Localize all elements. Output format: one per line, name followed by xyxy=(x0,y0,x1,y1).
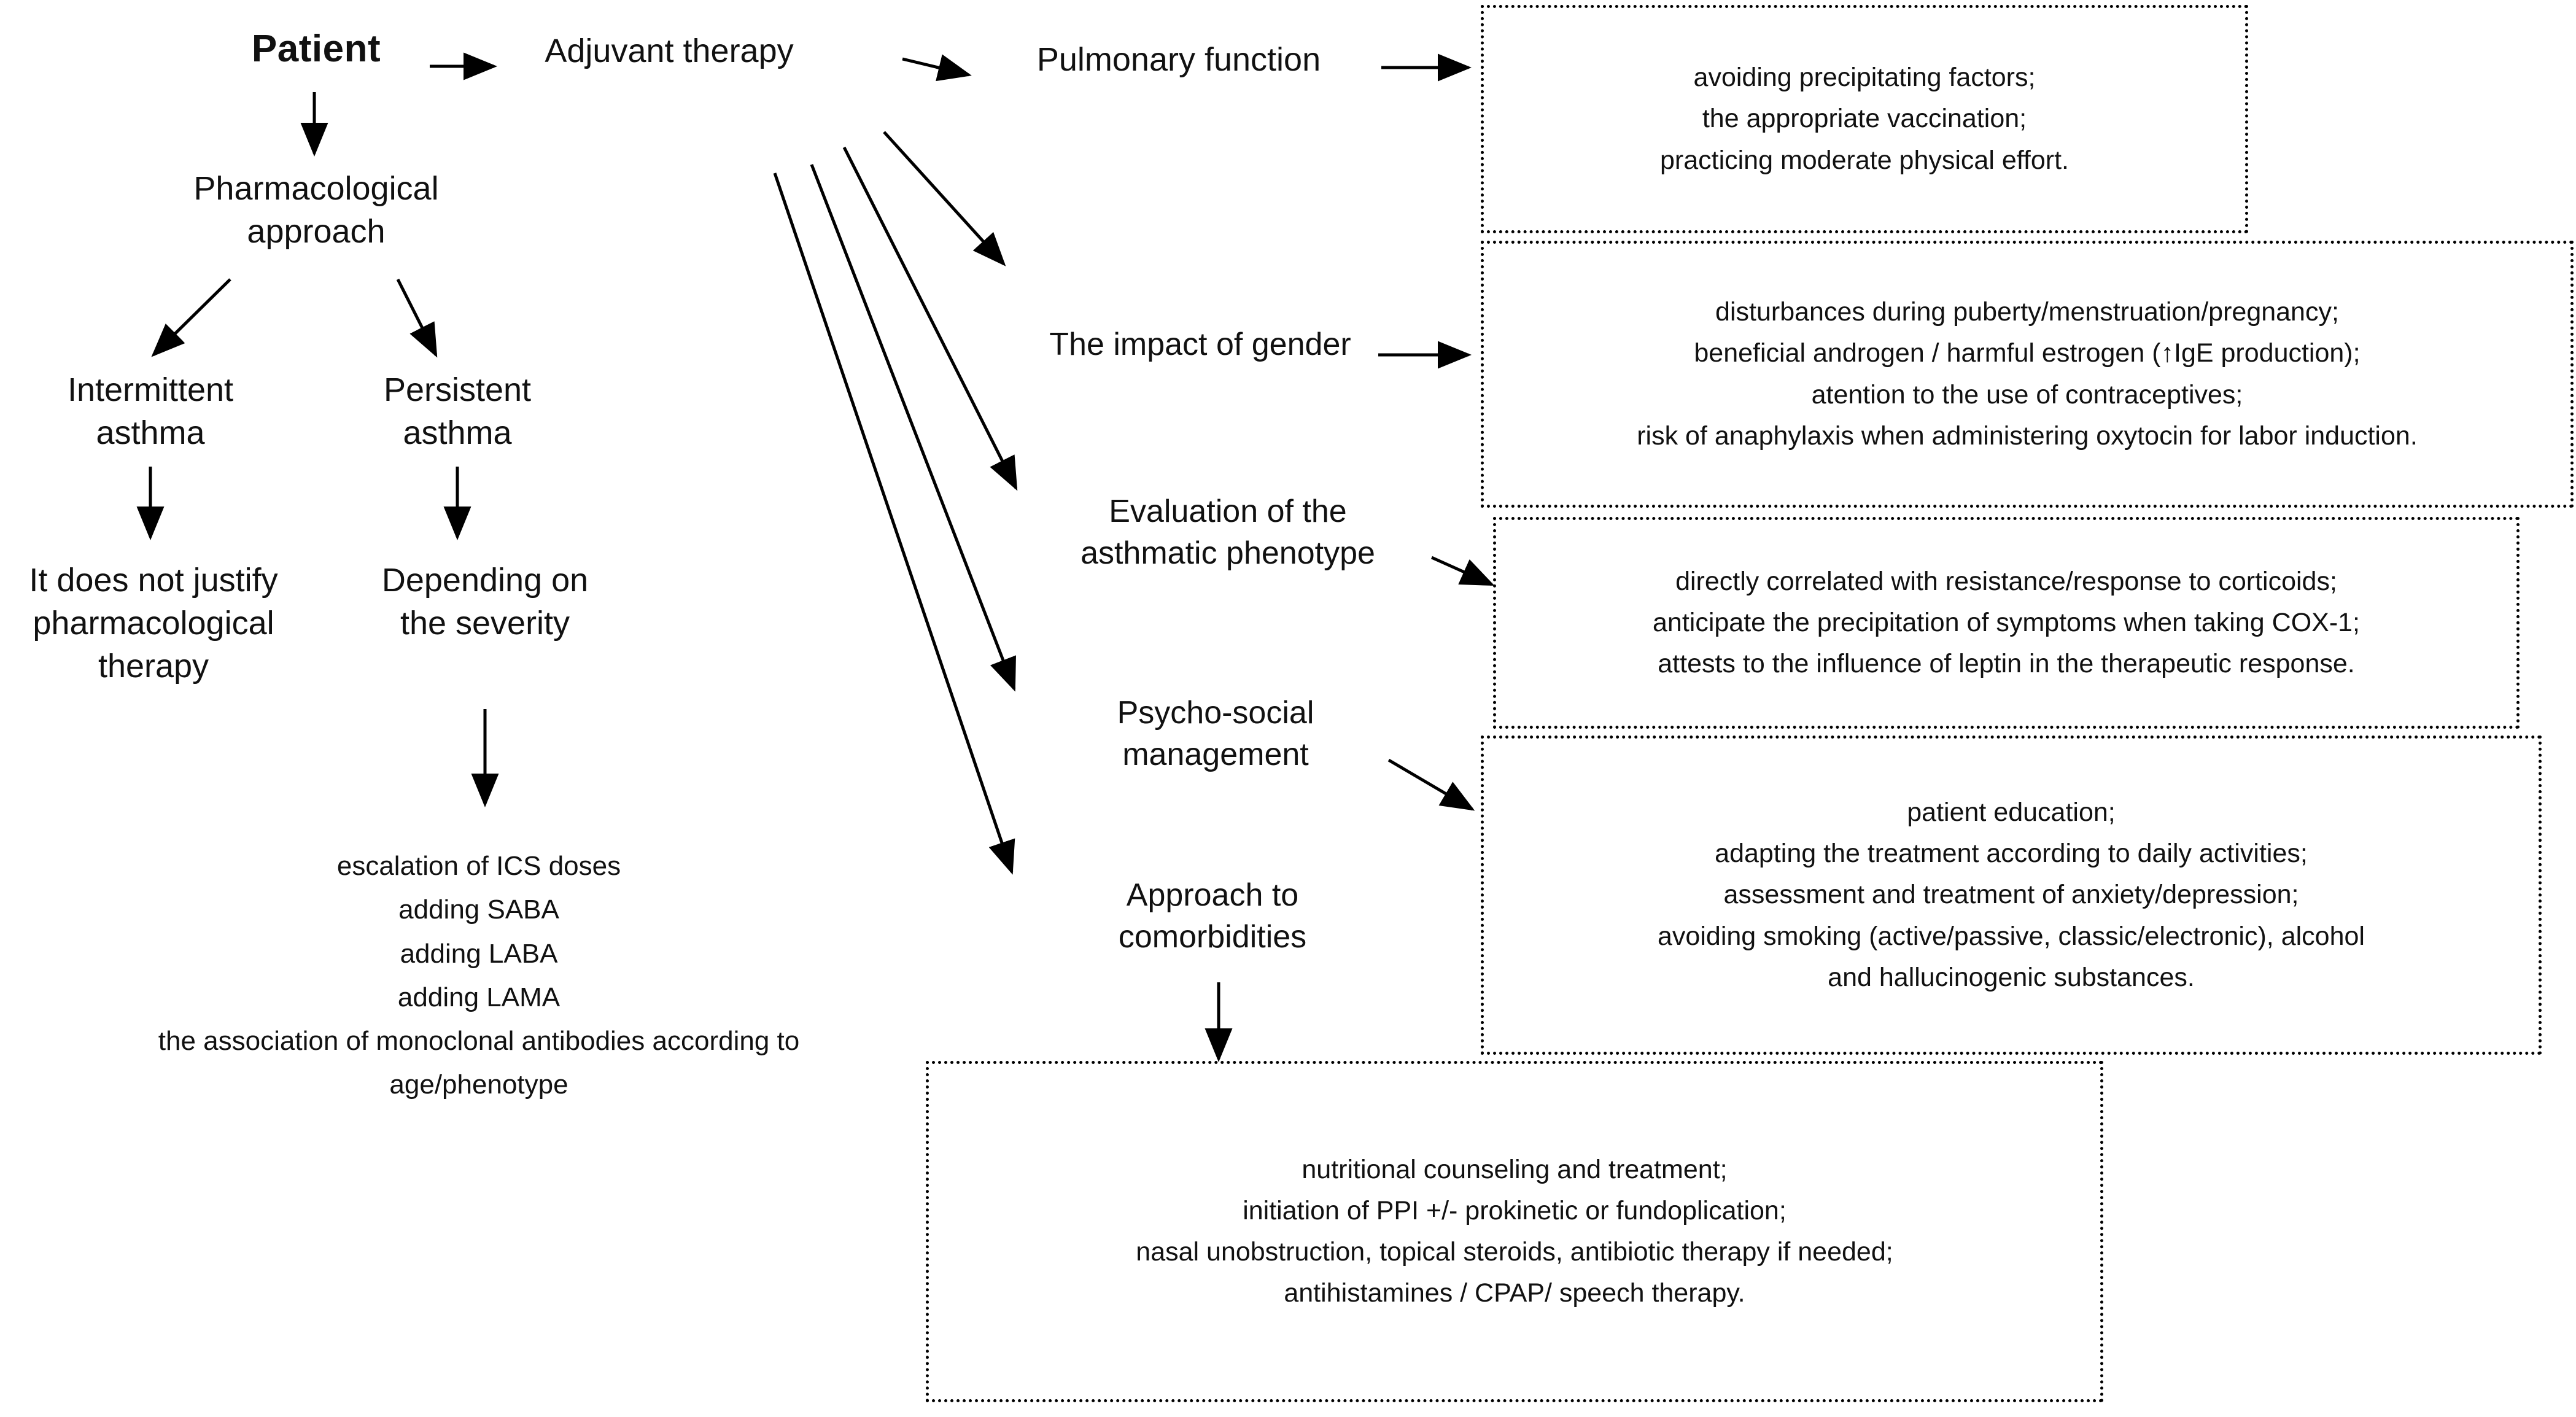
comorbidities-line-2: comorbidities xyxy=(1118,918,1307,955)
comorbidities-detail-line-2: initiation of PPI +/- prokinetic or fund… xyxy=(1243,1195,1787,1225)
intermittent-asthma-line-2: asthma xyxy=(96,414,205,452)
asthmatic-phenotype-line-2: asthmatic phenotype xyxy=(1080,535,1375,571)
node-patient-label: Patient xyxy=(251,28,381,70)
escalation-step-6: age/phenotype xyxy=(389,1070,568,1100)
detail-box-gender[interactable]: disturbances during puberty/menstruation… xyxy=(1481,241,2574,508)
detail-box-phenotype-content: directly correlated with resistance/resp… xyxy=(1642,561,2371,685)
escalation-step-list: escalation of ICS doses adding SABA addi… xyxy=(25,844,933,1107)
asthmatic-phenotype-line-1: Evaluation of the xyxy=(1109,494,1347,529)
node-pulmonary-function[interactable]: Pulmonary function xyxy=(976,38,1381,81)
pulmonary-detail-line-1: avoiding precipitating factors; xyxy=(1693,63,2036,93)
phenotype-detail-line-3: attests to the influence of leptin in th… xyxy=(1658,649,2355,679)
arrow-phenotype-to-box3 xyxy=(1430,556,1495,586)
arrow-psychosocial-to-box4 xyxy=(1387,758,1475,811)
persistent-asthma-line-2: asthma xyxy=(403,414,512,452)
arrow-pharm-to-intermittent xyxy=(151,278,231,357)
psychosocial-detail-line-2: adapting the treatment according to dail… xyxy=(1715,839,2308,869)
detail-box-comorbidities-content: nutritional counseling and treatment; in… xyxy=(1125,1149,1904,1314)
psychosocial-detail-line-1: patient education; xyxy=(1907,798,2116,828)
pulmonary-detail-line-3: practicing moderate physical effort. xyxy=(1659,145,2070,175)
detail-box-pulmonary[interactable]: avoiding precipitating factors; the appr… xyxy=(1481,5,2248,233)
arrow-adjuvant-to-pulmonary xyxy=(902,54,972,82)
phenotype-detail-line-1: directly correlated with resistance/resp… xyxy=(1675,566,2337,596)
node-intermittent-asthma[interactable]: Intermittent asthma xyxy=(6,368,295,454)
impact-of-gender-line-1: The impact of gender xyxy=(1049,327,1351,362)
node-adjuvant-therapy-label: Adjuvant therapy xyxy=(545,33,794,69)
comorbidities-detail-line-3: nasal unobstruction, topical steroids, a… xyxy=(1136,1237,1893,1267)
intermittent-asthma-line-1: Intermittent xyxy=(67,371,234,408)
node-approach-to-comorbidities[interactable]: Approach to comorbidities xyxy=(1038,875,1387,958)
arrow-adjuvant-to-gender xyxy=(883,131,1006,266)
detail-box-comorbidities[interactable]: nutritional counseling and treatment; in… xyxy=(926,1061,2103,1402)
comorbidities-detail-line-4: antihistamines / CPAP/ speech therapy. xyxy=(1284,1278,1745,1308)
detail-box-pulmonary-content: avoiding precipitating factors; the appr… xyxy=(1649,57,2080,181)
escalation-step-4: adding LAMA xyxy=(397,982,561,1012)
node-persistent-asthma[interactable]: Persistent asthma xyxy=(319,368,596,454)
escalation-step-3: adding LABA xyxy=(400,938,558,969)
node-psycho-social-management[interactable]: Psycho-social management xyxy=(1031,693,1400,775)
psychosocial-detail-line-5: and hallucinogenic substances. xyxy=(1828,962,2195,992)
gender-detail-line-1: disturbances during puberty/menstruation… xyxy=(1715,297,2339,327)
arrow-pharm-to-persistent xyxy=(396,278,438,358)
pharmacological-approach-line-2: approach xyxy=(247,213,386,250)
gender-detail-line-4: risk of anaphylaxis when administering o… xyxy=(1637,421,2418,451)
intermittent-outcome-line-2: pharmacological xyxy=(33,605,274,642)
node-patient[interactable]: Patient xyxy=(203,25,430,74)
comorbidities-line-1: Approach to xyxy=(1126,877,1299,913)
arrow-adjuvant-to-phenotype xyxy=(842,146,1018,491)
arrow-adjuvant-to-psychosocial xyxy=(810,164,1016,692)
intermittent-outcome-line-3: therapy xyxy=(98,648,209,685)
node-persistent-outcome[interactable]: Depending on the severity xyxy=(332,559,638,645)
psychosocial-detail-line-4: avoiding smoking (active/passive, classi… xyxy=(1658,921,2365,951)
detail-box-phenotype[interactable]: directly correlated with resistance/resp… xyxy=(1493,517,2520,729)
psychosocial-detail-line-3: assessment and treatment of anxiety/depr… xyxy=(1723,880,2299,910)
detail-box-psychosocial-content: patient education; adapting the treatmen… xyxy=(1647,792,2376,998)
comorbidities-detail-line-1: nutritional counseling and treatment; xyxy=(1302,1154,1728,1184)
node-pharmacological-approach[interactable]: Pharmacological approach xyxy=(153,167,479,253)
persistent-outcome-line-1: Depending on xyxy=(381,562,589,599)
node-asthmatic-phenotype[interactable]: Evaluation of the asthmatic phenotype xyxy=(1031,491,1424,574)
escalation-step-1: escalation of ICS doses xyxy=(336,851,621,881)
node-pulmonary-function-label: Pulmonary function xyxy=(1036,41,1321,78)
escalation-step-2: adding SABA xyxy=(398,895,559,925)
gender-detail-line-2: beneficial androgen / harmful estrogen (… xyxy=(1694,338,2361,368)
detail-box-gender-content: disturbances during puberty/menstruation… xyxy=(1626,292,2429,456)
detail-box-psychosocial[interactable]: patient education; adapting the treatmen… xyxy=(1481,736,2542,1055)
arrow-adjuvant-to-comorbidities xyxy=(773,173,1015,875)
node-intermittent-outcome[interactable]: It does not justify pharmacological ther… xyxy=(0,559,307,688)
psycho-social-line-2: management xyxy=(1122,736,1309,772)
pulmonary-detail-line-2: the appropriate vaccination; xyxy=(1702,104,2027,134)
persistent-outcome-line-2: the severity xyxy=(400,605,570,642)
gender-detail-line-3: atention to the use of contraceptives; xyxy=(1811,379,2243,410)
intermittent-outcome-line-1: It does not justify xyxy=(29,562,278,599)
node-impact-of-gender[interactable]: The impact of gender xyxy=(1019,324,1381,366)
phenotype-detail-line-2: anticipate the precipitation of symptoms… xyxy=(1652,607,2360,637)
escalation-step-5: the association of monoclonal antibodies… xyxy=(158,1026,800,1057)
psycho-social-line-1: Psycho-social xyxy=(1117,695,1314,731)
pharmacological-approach-line-1: Pharmacological xyxy=(193,170,439,207)
persistent-asthma-line-1: Persistent xyxy=(383,371,532,408)
node-adjuvant-therapy[interactable]: Adjuvant therapy xyxy=(497,29,841,72)
